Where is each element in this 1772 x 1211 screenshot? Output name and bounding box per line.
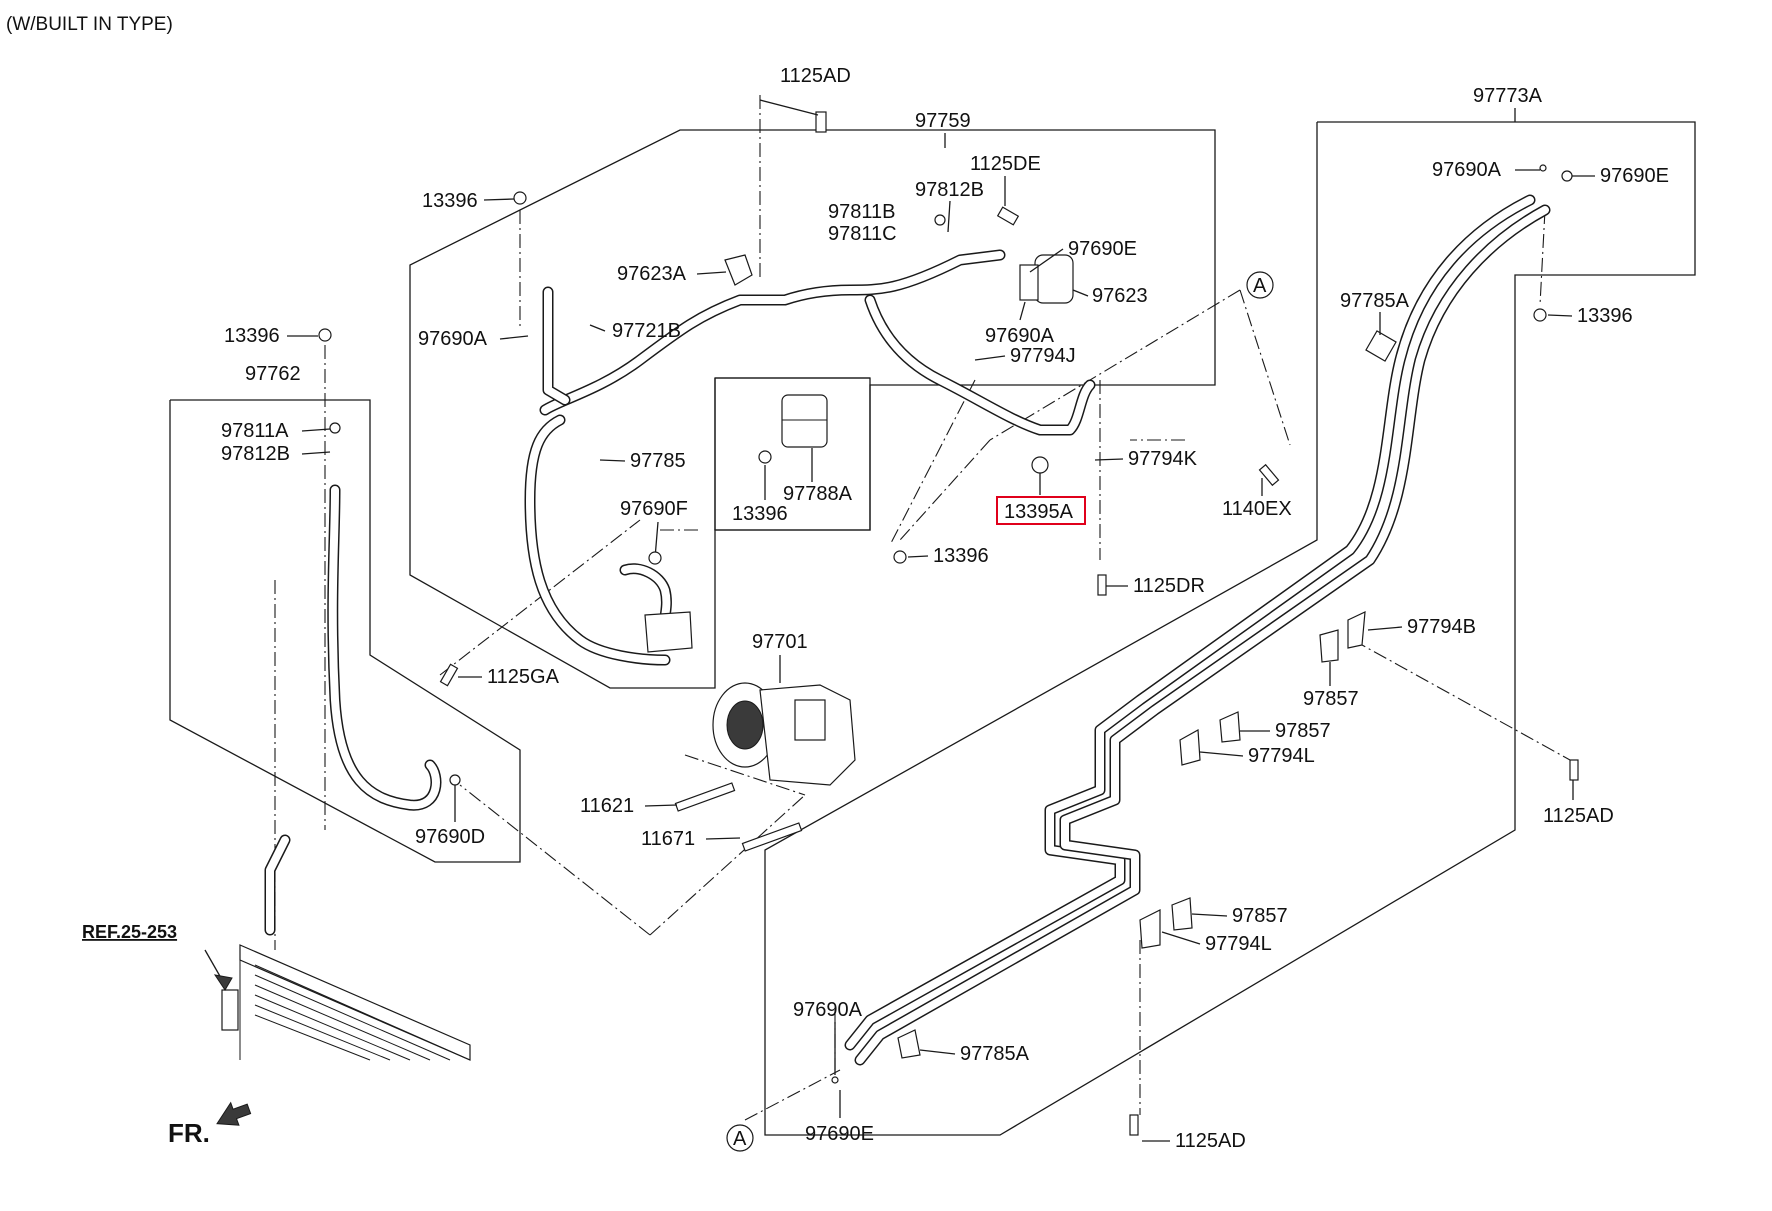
assembly-97762-outline: [169, 399, 521, 863]
label-1125DR: 1125DR: [1133, 575, 1205, 597]
dashed-leaders: [274, 95, 1571, 1121]
part-clamp-97623A: [724, 254, 753, 286]
label-13396-a: 13396: [422, 190, 478, 212]
callouts: 1125AD 97759 1125DE 97812B 97811B 97811C…: [221, 65, 1669, 1152]
label-97623: 97623: [1092, 285, 1148, 307]
label-97759: 97759: [915, 110, 971, 132]
label-97762: 97762: [245, 363, 301, 385]
reference-label: REF.25-253: [82, 922, 177, 942]
label-97690A-mid: 97690A: [985, 325, 1055, 347]
fastener-icons: [318, 111, 1579, 1136]
connector-a-bottom-label: A: [733, 1128, 747, 1150]
label-13396-b: 13396: [732, 503, 788, 525]
header-note: (W/BUILT IN TYPE): [6, 14, 173, 35]
part-bracket-97794B: [1319, 611, 1366, 663]
label-97812B-top: 97812B: [915, 179, 984, 201]
label-97773A: 97773A: [1473, 85, 1543, 107]
label-97811A: 97811A: [221, 420, 289, 442]
label-1140EX: 1140EX: [1222, 498, 1292, 520]
label-13396-e: 13396: [1577, 305, 1633, 327]
connector-a-top-label: A: [1253, 275, 1267, 297]
label-97812B-left: 97812B: [221, 443, 290, 465]
label-97794K: 97794K: [1128, 448, 1198, 470]
part-clip-97785A-bottom: [897, 1029, 921, 1059]
label-97690F: 97690F: [620, 498, 688, 520]
label-97785A-top: 97785A: [1340, 290, 1410, 312]
front-arrow-icon: [216, 1101, 252, 1126]
front-direction-label: FR.: [168, 1118, 210, 1148]
label-97690E-right: 97690E: [1600, 165, 1669, 187]
label-97721B: 97721B: [612, 320, 681, 342]
label-97690E-bottom: 97690E: [805, 1123, 874, 1145]
label-97623A: 97623A: [617, 263, 687, 285]
label-1125GA: 1125GA: [487, 666, 560, 688]
highlight-box: [996, 496, 1086, 525]
label-97794L-a: 97794L: [1248, 745, 1315, 767]
label-1125AD-bottom: 1125AD: [1175, 1130, 1246, 1152]
label-97785A-bottom: 97785A: [960, 1043, 1030, 1065]
reference-arrow-icon: [213, 974, 233, 991]
part-clip-97785A-top: [1365, 330, 1397, 362]
label-97701: 97701: [752, 631, 808, 653]
pipe-97773A: [844, 194, 1551, 1066]
label-97794L-b: 97794L: [1205, 933, 1272, 955]
connector-marker-a-bottom: A: [726, 1124, 754, 1152]
part-bracket-97788A: [781, 394, 828, 448]
label-97811B: 97811B: [828, 201, 895, 223]
part-bracket-97794L-b: [1139, 897, 1193, 949]
label-1125DE: 1125DE: [970, 153, 1041, 175]
label-97690D: 97690D: [415, 826, 485, 848]
part-condenser: [221, 944, 471, 1061]
label-97690A-left: 97690A: [418, 328, 488, 350]
label-97690A-right: 97690A: [1432, 159, 1502, 181]
label-13396-d: 13396: [224, 325, 280, 347]
pipe-97759-main: [524, 249, 1096, 666]
label-11621: 11621: [580, 795, 634, 817]
label-97794B: 97794B: [1407, 616, 1476, 638]
label-97794J: 97794J: [1010, 345, 1076, 367]
pipe-97762: [264, 484, 442, 936]
label-1125AD-right: 1125AD: [1543, 805, 1614, 827]
label-13395A: 13395A: [1004, 501, 1074, 523]
label-97811C: 97811C: [828, 223, 897, 245]
assembly-97773A-outline: [764, 121, 1696, 1136]
label-11671: 11671: [641, 828, 695, 850]
label-97857-c: 97857: [1232, 905, 1288, 927]
label-97785: 97785: [630, 450, 686, 472]
part-muffler-97690F: [644, 611, 693, 653]
part-bracket-97794L-a: [1179, 711, 1241, 766]
label-13396-c: 13396: [933, 545, 989, 567]
label-97690E-top: 97690E: [1068, 238, 1137, 260]
label-97857-b: 97857: [1275, 720, 1331, 742]
label-97857-a: 97857: [1303, 688, 1359, 710]
label-97788A: 97788A: [783, 483, 853, 505]
label-1125AD-top: 1125AD: [780, 65, 851, 87]
connector-marker-a-top: A: [1246, 271, 1274, 299]
part-receiver-drier-97623: [1019, 254, 1074, 304]
label-97690A-bottom: 97690A: [793, 999, 863, 1021]
part-compressor-97701: [712, 682, 856, 786]
subgroup-97788A-outline: [714, 377, 871, 531]
